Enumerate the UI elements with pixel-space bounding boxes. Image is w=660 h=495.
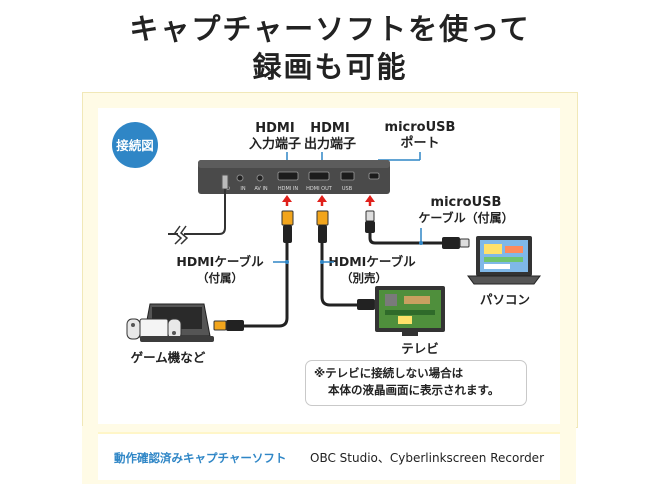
hdmi-out-label-1: HDMI [310,121,349,136]
hdmi-cable-included-label-2: （付属） [197,271,243,285]
micro-usb-label-2: ポート [400,135,439,151]
hdmi-cable-separate-label-1: HDMIケーブル [328,254,416,269]
software-footer-label: 動作確認済みキャプチャーソフト [114,451,287,465]
signal-arrows [282,195,375,206]
game-console-illustration [126,303,214,342]
hdmi-out-label-2: 出力端子 [304,136,356,152]
port-text-hdmi-in: HDMI IN [278,186,298,192]
port-text-usb: USB [342,186,353,192]
port-text-in: IN [240,186,245,192]
capture-device: ⏻ IN AV IN HDMI IN HDMI OUT USB [198,160,390,194]
headline-line-1: キャプチャーソフトを使って [129,12,531,46]
note-box: ※テレビに接続しない場合は 本体の液晶画面に表示されます。 [305,360,527,406]
power-cable [168,174,229,245]
tv-label: テレビ [401,341,439,356]
software-footer: 動作確認済みキャプチャーソフト OBC Studio、Cyberlinkscre… [98,432,560,480]
hdmi-cable-separate [316,210,386,310]
connection-badge: 接続図 [112,122,158,168]
badge-text: 接続図 [116,138,154,153]
tv-illustration [375,286,445,336]
game-console-label: ゲーム機など [131,350,206,365]
laptop-illustration [467,236,541,285]
micro-usb-label-1: microUSB [385,120,456,135]
badge-circle [112,122,158,168]
micro-usb-cable [365,210,470,249]
hdmi-cable-included-label-1: HDMIケーブル [176,254,264,269]
port-text-av-in: AV IN [254,186,268,192]
pc-label: パソコン [480,292,530,307]
note-line-1: ※テレビに接続しない場合は [314,366,464,380]
hdmi-cable-separate-label-2: （別売） [341,271,387,285]
hdmi-in-label-2: 入力端子 [249,136,301,152]
micro-usb-cable-label-2: ケーブル（付属） [418,210,513,225]
note-line-2: 本体の液晶画面に表示されます。 [328,383,500,397]
hdmi-cable-included [213,210,294,331]
hdmi-in-label-1: HDMI [255,121,294,136]
port-text-hdmi-out: HDMI OUT [306,186,333,192]
micro-usb-cable-label-1: microUSB [431,195,502,210]
headline-line-2: 録画も可能 [252,50,408,84]
software-footer-value: OBC Studio、Cyberlinkscreen Recorder [310,451,545,465]
